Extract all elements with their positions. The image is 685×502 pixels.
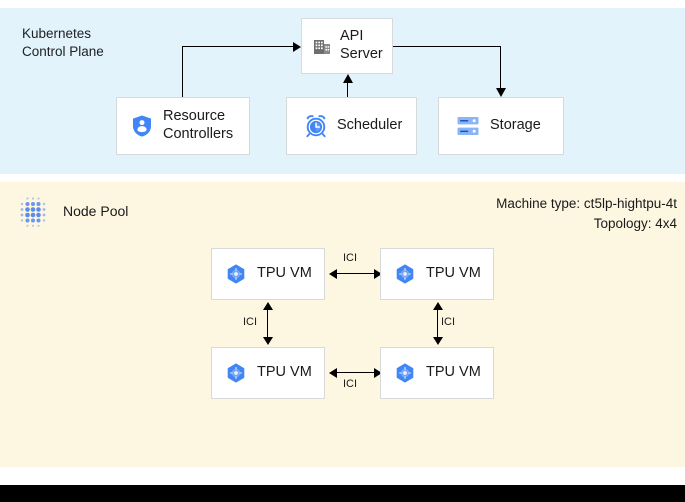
storage-node[interactable]: Storage (438, 97, 564, 155)
node-pool-panel (0, 182, 685, 467)
storage-label: Storage (490, 117, 541, 134)
machine-info: Machine type: ct5lp-hightpu-4t Topology:… (496, 194, 677, 233)
tpu-chip-hexagon-icon (225, 263, 247, 285)
arrowhead-into-storage-top (496, 88, 506, 97)
tpu-chip-hexagon-icon (394, 263, 416, 285)
tpu-vm-label: TPU VM (426, 265, 481, 282)
tpu-vm-label: TPU VM (426, 364, 481, 381)
tpu-vm-node[interactable]: TPU VM (380, 347, 494, 399)
tpu-chip-hexagon-icon (394, 362, 416, 384)
tpu-vm-label: TPU VM (257, 364, 312, 381)
ici-connector-bottom-line (335, 372, 376, 374)
connector-api-server-to-storage-vertical (500, 46, 502, 89)
building-icon (312, 36, 332, 56)
ici-arrowhead-right-up (433, 302, 443, 310)
tpu-vm-label: TPU VM (257, 265, 312, 282)
ici-label-bottom: ICI (343, 378, 358, 390)
resource-controllers-node[interactable]: Resource Controllers (116, 97, 250, 155)
node-pool-title: Node Pool (63, 203, 129, 219)
server-rack-icon (456, 115, 480, 137)
machine-type-line: Machine type: ct5lp-hightpu-4t (496, 196, 677, 211)
ici-arrowhead-bottom-left (329, 368, 337, 378)
tpu-vm-node[interactable]: TPU VM (211, 347, 325, 399)
ici-arrowhead-top-right (374, 269, 382, 279)
topology-line: Topology: 4x4 (593, 215, 677, 231)
tpu-pod-dots-icon (14, 194, 52, 230)
tpu-vm-node[interactable]: TPU VM (380, 248, 494, 300)
ici-connector-top-line (335, 273, 376, 275)
ici-connector-right-line (437, 309, 439, 339)
ici-connector-left-line (267, 309, 269, 339)
tpu-vm-node[interactable]: TPU VM (211, 248, 325, 300)
arrowhead-into-api-server-left (293, 42, 301, 52)
shield-user-icon (131, 114, 153, 138)
ici-arrowhead-left-down (263, 337, 273, 345)
bottom-bar (0, 485, 685, 502)
connector-resource-controllers-to-api-server-vertical (182, 46, 184, 97)
connector-resource-controllers-to-api-server-horizontal (182, 46, 294, 48)
ici-arrowhead-top-left (329, 269, 337, 279)
alarm-clock-icon (304, 114, 328, 138)
ici-label-top: ICI (343, 252, 358, 264)
ici-arrowhead-right-down (433, 337, 443, 345)
connector-api-server-to-storage-horizontal (393, 46, 501, 48)
ici-arrowhead-left-up (263, 302, 273, 310)
resource-controllers-label: Resource Controllers (163, 108, 234, 142)
control-plane-title: Kubernetes Control Plane (22, 26, 104, 60)
scheduler-label: Scheduler (337, 117, 403, 134)
ici-label-left: ICI (243, 316, 258, 328)
api-server-node[interactable]: API Server (301, 18, 393, 74)
api-server-label: API Server (340, 28, 383, 62)
ici-arrowhead-bottom-right (374, 368, 382, 378)
scheduler-node[interactable]: Scheduler (286, 97, 417, 155)
arrowhead-into-api-server-bottom (343, 74, 353, 83)
connector-scheduler-to-api-server (347, 83, 349, 97)
ici-label-right: ICI (441, 316, 456, 328)
tpu-chip-hexagon-icon (225, 362, 247, 384)
